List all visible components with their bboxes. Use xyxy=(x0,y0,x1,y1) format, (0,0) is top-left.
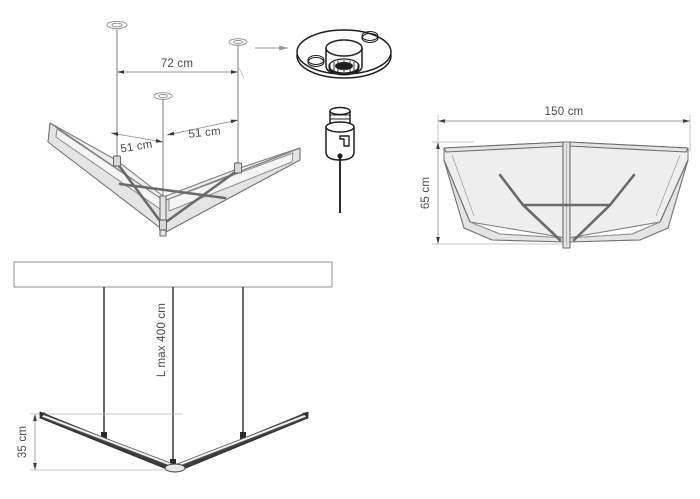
cable-fitting-right xyxy=(240,432,246,441)
suspension-cables-side xyxy=(101,287,246,468)
ceiling-slab xyxy=(13,261,333,288)
dimension-label-51cm-right: 51 cm xyxy=(188,125,221,140)
profile-apex xyxy=(164,463,186,473)
dimension-label-150cm: 150 cm xyxy=(545,106,584,118)
dimension-lmax400: L max 400 cm xyxy=(156,303,168,377)
ceiling-cup-center xyxy=(153,92,173,101)
strut-left xyxy=(115,161,165,227)
dimension-35cm: 35 cm xyxy=(17,413,182,471)
dimension-label-lmax400: L max 400 cm xyxy=(156,303,168,377)
front-elevation-view: 150 cm 65 cm xyxy=(420,106,691,249)
ceiling-rose-detail xyxy=(296,29,392,79)
cable-gripper-detail xyxy=(325,106,355,213)
ceiling-cup-right xyxy=(228,38,248,47)
luminaire-body-front xyxy=(443,141,689,249)
dimension-label-65cm: 65 cm xyxy=(420,177,432,209)
fitting-center xyxy=(159,219,167,231)
isometric-view: 72 cm 51 cm 51 cm xyxy=(47,20,301,237)
cable-fitting-left xyxy=(101,432,107,441)
dimension-65cm: 65 cm xyxy=(420,141,566,245)
dimension-51cm-left: 51 cm xyxy=(110,132,164,156)
dimension-150cm: 150 cm xyxy=(437,106,691,152)
side-elevation-view: L max 400 cm 35 cm xyxy=(13,261,333,473)
dimension-51cm-right: 51 cm xyxy=(166,119,239,141)
luminaire-body-isometric xyxy=(47,122,301,237)
cable-fitting-center xyxy=(170,459,176,468)
fitting-left xyxy=(113,155,121,167)
dimension-label-35cm: 35 cm xyxy=(17,426,29,458)
dimension-72cm: 72 cm xyxy=(117,58,245,79)
ceiling-cup-left xyxy=(106,20,128,30)
dimension-label-72cm: 72 cm xyxy=(161,58,193,70)
luminaire-profile-side xyxy=(39,411,309,473)
dimension-label-51cm-left: 51 cm xyxy=(120,139,154,156)
fitting-right xyxy=(234,162,242,174)
strut-cross xyxy=(118,182,227,200)
